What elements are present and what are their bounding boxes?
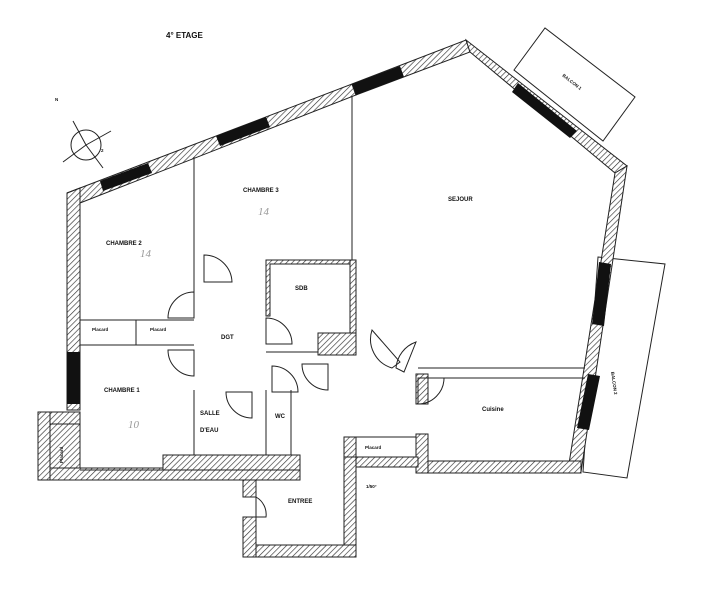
room-chambre-2: CHAMBRE 2 (106, 241, 142, 247)
interior-walls (49, 96, 585, 471)
room-chambre-1: CHAMBRE 1 (104, 388, 140, 394)
placard-label-3: Placard (365, 445, 382, 450)
room-dgt: DGT (221, 335, 234, 341)
room-cuisine: Cuisine (482, 407, 504, 413)
compass-scale-mark: 2 (101, 148, 104, 153)
balcony-1: BALCON 1 (513, 27, 636, 142)
placard-label-2: Placard (150, 327, 167, 332)
room-entree: ENTREE (288, 499, 312, 505)
placard-label-1: Placard (92, 327, 109, 332)
room-chambre-3: CHAMBRE 3 (243, 188, 279, 194)
balcony-1-label: BALCON 1 (561, 73, 583, 91)
height-note: 1/50° (366, 484, 377, 489)
placard-label-4: Placard (59, 446, 64, 463)
compass-rose: N 2 (55, 97, 112, 169)
room-sejour: SEJOUR (448, 197, 473, 203)
handwritten-note-3: 10 (128, 419, 140, 431)
room-salle: SALLE (200, 411, 220, 417)
room-sdb: SDB (295, 286, 308, 292)
windows (67, 66, 611, 430)
outer-walls (37, 38, 628, 558)
room-wc: WC (275, 414, 286, 420)
compass-north-label: N (55, 97, 58, 102)
handwritten-note-2: 14 (140, 248, 152, 260)
floor-title: 4° ETAGE (166, 31, 204, 40)
room-deau: D'EAU (200, 428, 218, 434)
handwritten-note-1: 14 (258, 206, 270, 218)
balcony-2-label: BALCON 2 (610, 371, 618, 395)
door-swings (167, 254, 445, 518)
